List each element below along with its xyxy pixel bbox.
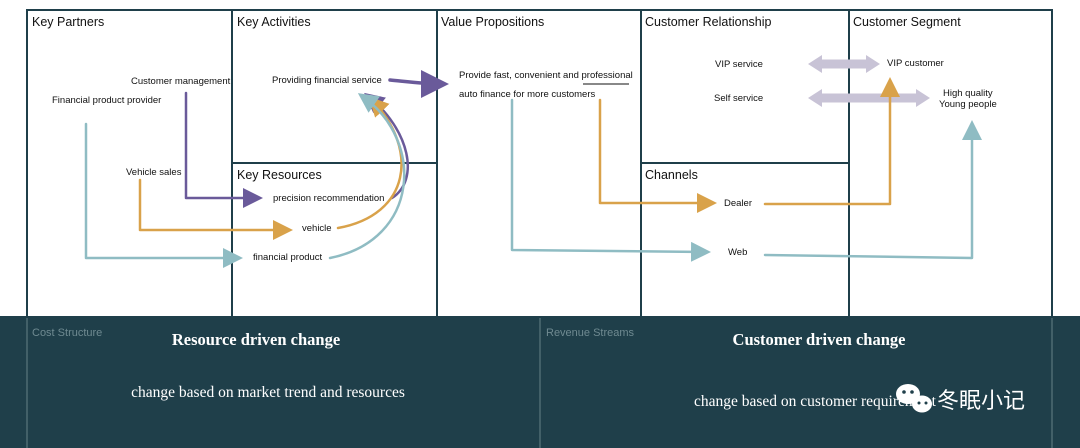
cost-structure-ghost-label: Cost Structure bbox=[32, 327, 102, 339]
key-resources-title: Key Resources bbox=[237, 168, 322, 182]
value-proposition-line2: auto finance for more customers bbox=[459, 89, 595, 100]
financial-product-label: financial product bbox=[253, 252, 323, 263]
channels-title: Channels bbox=[645, 168, 698, 182]
web-label: Web bbox=[728, 247, 747, 258]
arrow-vehicle-sales-to-vehicle bbox=[138, 178, 293, 240]
arrow-service-to-value bbox=[388, 69, 449, 98]
resource-driven-title: Resource driven change bbox=[172, 330, 340, 349]
key-partners-title: Key Partners bbox=[32, 15, 104, 29]
precision-recommendation-label: precision recommendation bbox=[273, 193, 384, 204]
arrow-value-to-dealer bbox=[598, 98, 717, 213]
arrow-financial-product-to-service bbox=[328, 93, 406, 260]
wechat-icon bbox=[896, 384, 932, 413]
flow-arrows bbox=[84, 55, 982, 268]
arrow-provider-to-financial-product bbox=[84, 122, 243, 268]
dealer-label: Dealer bbox=[724, 198, 752, 209]
watermark: 冬眠小记 bbox=[896, 384, 1025, 413]
customer-driven-text: change based on customer requirement bbox=[694, 393, 937, 410]
young-people-label: Young people bbox=[939, 99, 997, 110]
resource-driven-text: change based on market trend and resourc… bbox=[131, 384, 405, 401]
canvas-grid bbox=[26, 9, 1053, 319]
arrow-customer-mgmt-to-precision bbox=[184, 91, 263, 208]
customer-segment-title: Customer Segment bbox=[853, 15, 961, 29]
self-service-label: Self service bbox=[714, 93, 763, 104]
arrow-dealer-to-segment bbox=[763, 77, 900, 206]
customer-relationship-title: Customer Relationship bbox=[645, 15, 771, 29]
vip-customer-label: VIP customer bbox=[887, 58, 944, 69]
customer-driven-title: Customer driven change bbox=[733, 330, 906, 349]
watermark-text: 冬眠小记 bbox=[937, 388, 1025, 413]
vehicle-sales-label: Vehicle sales bbox=[126, 167, 182, 178]
financial-product-provider-label: Financial product provider bbox=[52, 95, 161, 106]
arrow-web-to-segment bbox=[763, 120, 982, 260]
value-propositions-title: Value Propositions bbox=[441, 15, 544, 29]
value-proposition-line1: Provide fast, convenient and professiona… bbox=[459, 70, 633, 81]
revenue-streams-ghost-label: Revenue Streams bbox=[546, 327, 635, 339]
high-quality-label: High quality bbox=[943, 88, 993, 99]
self-service-double-arrow bbox=[808, 89, 930, 107]
overlay-grid bbox=[26, 318, 1053, 448]
arrow-value-to-web bbox=[510, 98, 711, 262]
vehicle-label: vehicle bbox=[302, 223, 332, 234]
customer-management-label: Customer management bbox=[131, 76, 231, 87]
vip-double-arrow bbox=[808, 55, 880, 73]
vip-service-label: VIP service bbox=[715, 59, 763, 70]
key-activities-title: Key Activities bbox=[237, 15, 311, 29]
providing-financial-service-label: Providing financial service bbox=[272, 75, 382, 86]
arrow-precision-to-service bbox=[364, 92, 409, 200]
